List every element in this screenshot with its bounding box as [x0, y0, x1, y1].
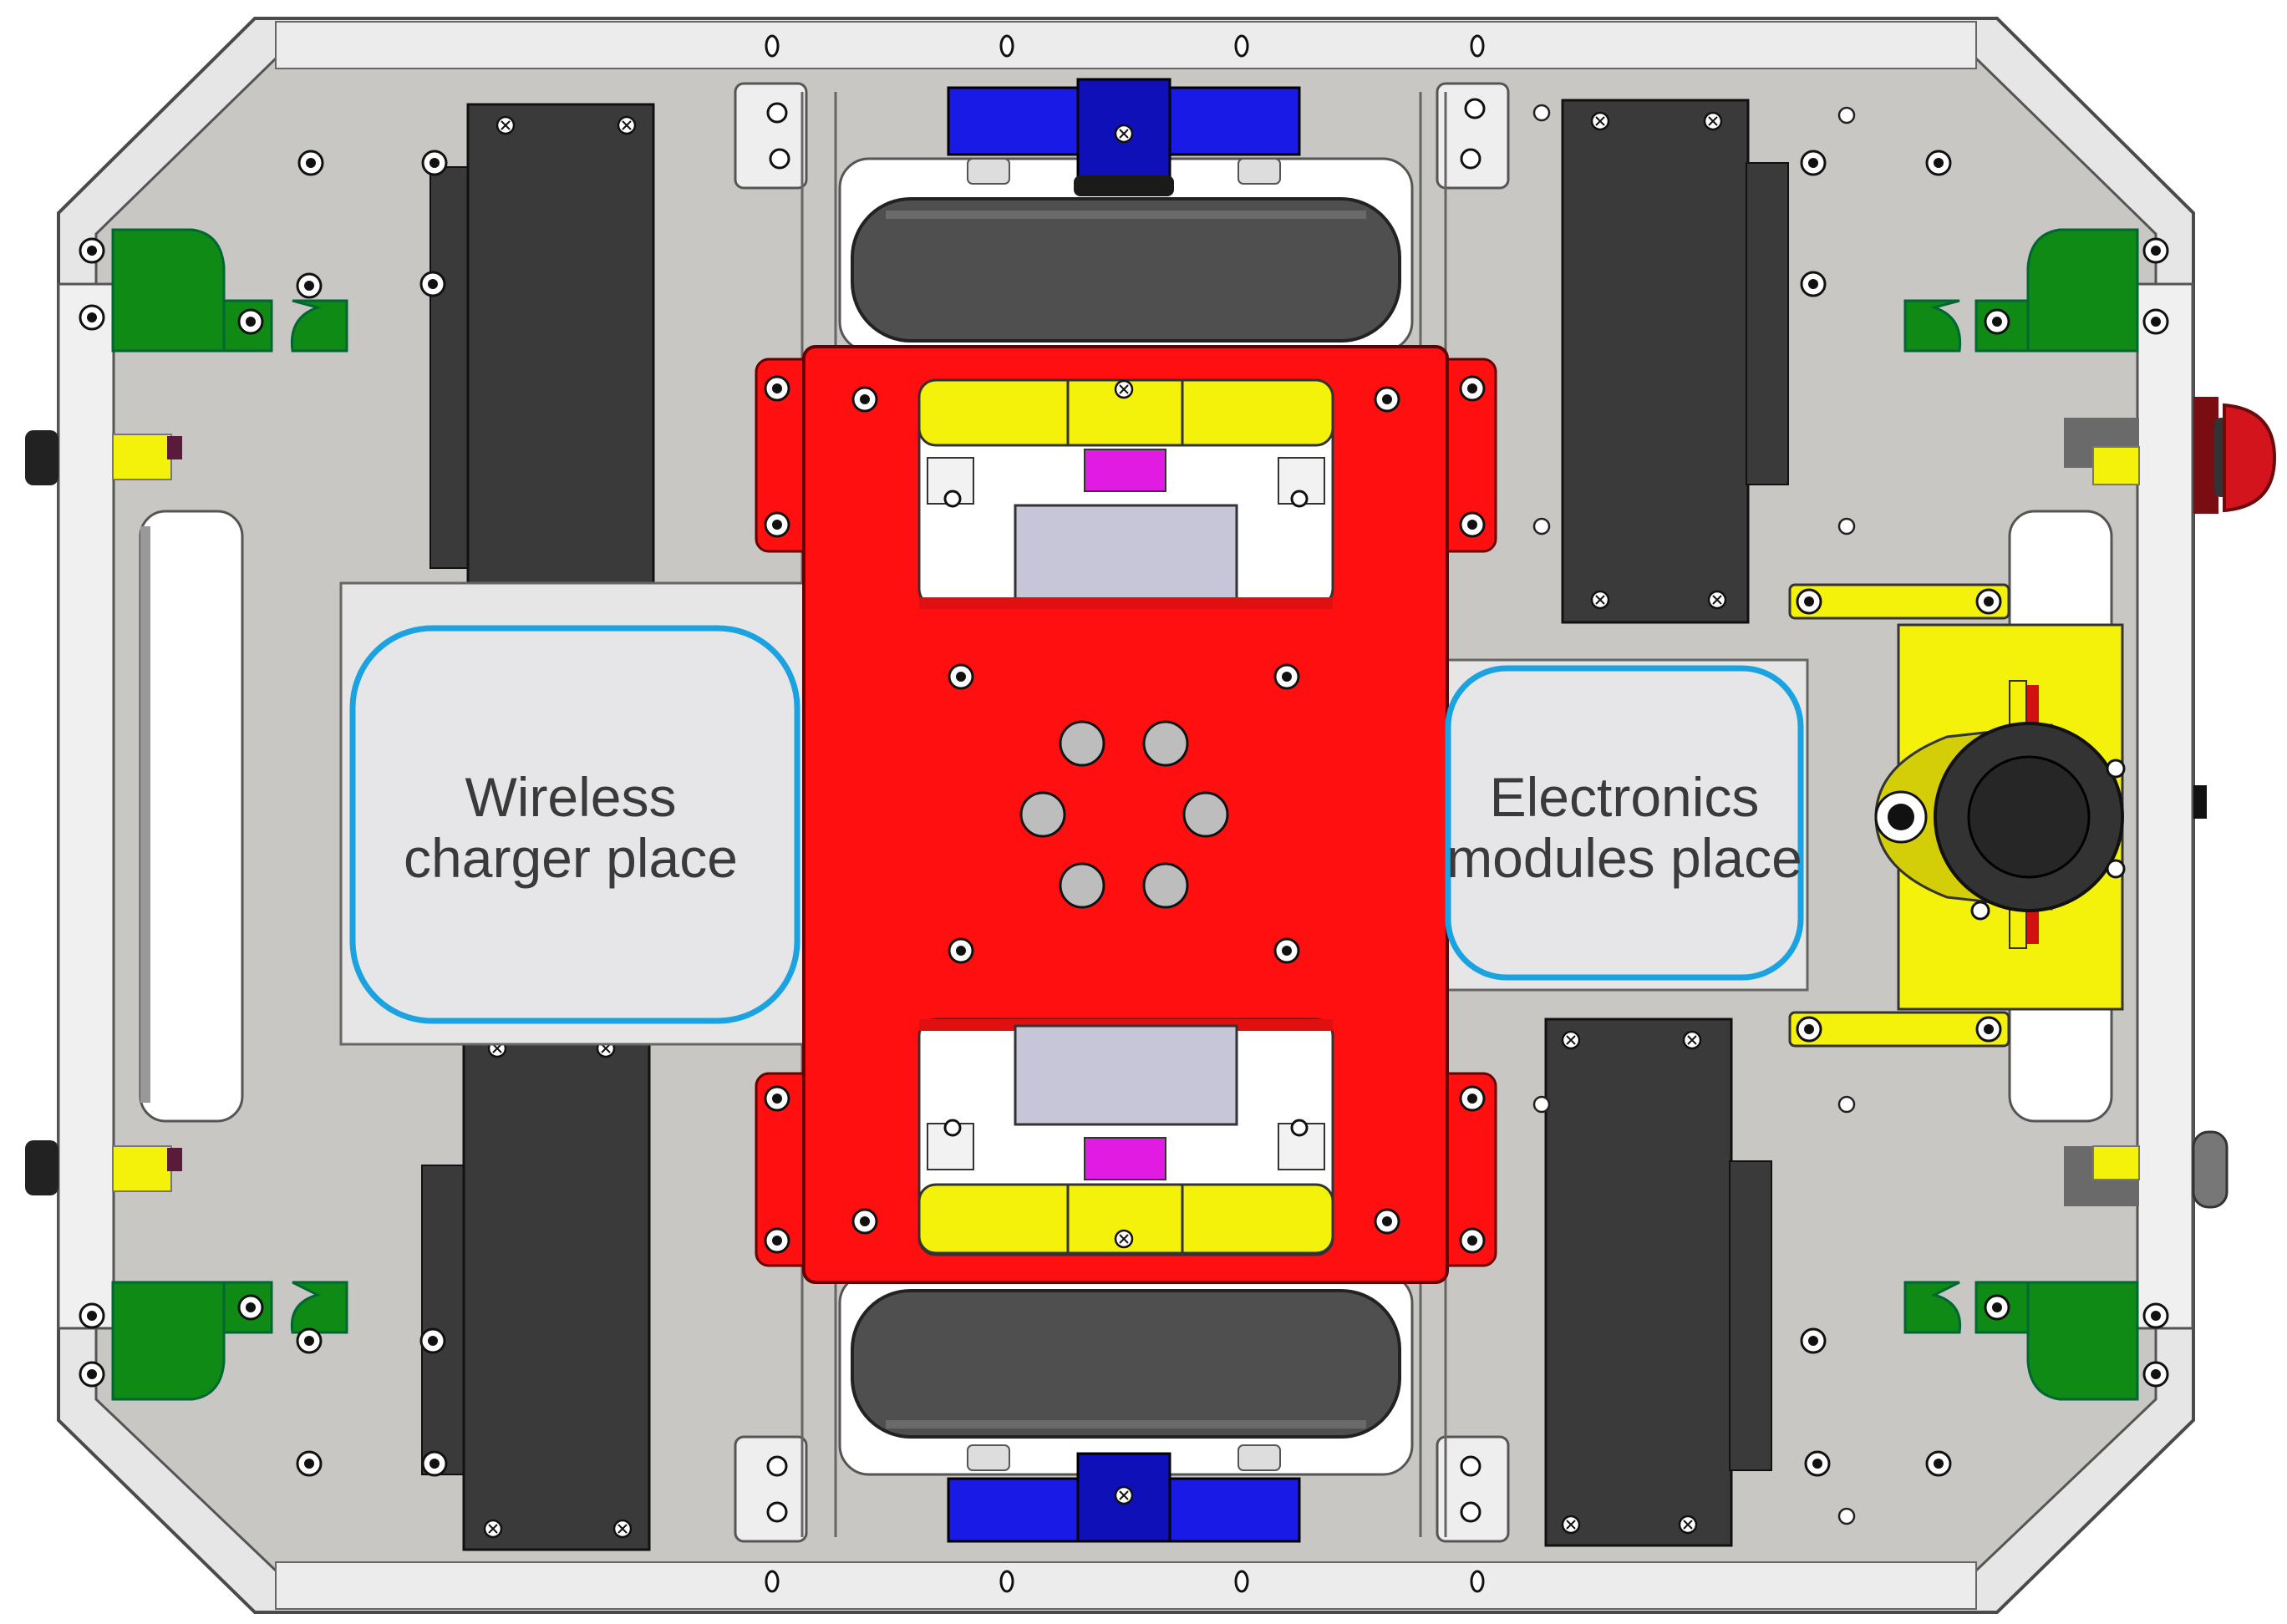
electronics-zone-label-line1: Electronics — [1490, 766, 1760, 828]
wireless-zone-label-line2: charger place — [404, 827, 738, 889]
gearbox-top — [917, 378, 1334, 609]
battery-pack-bottom-right — [1544, 1018, 1772, 1547]
caster-mount-bottom-right — [1903, 1281, 2139, 1401]
gearbox-bottom — [917, 1018, 1334, 1256]
electronics-modules-zone: Electronics modules place — [1445, 665, 1804, 981]
caster-mount-top-right — [1903, 228, 2139, 353]
left-handle-slot — [139, 510, 244, 1123]
battery-pack-bottom-left — [421, 1026, 651, 1551]
caster-mount-bottom-left — [111, 1281, 348, 1401]
left-side-connectors — [25, 430, 182, 1195]
wireless-charger-zone: Wireless charger place — [349, 625, 800, 1024]
motor-brackets — [734, 82, 1510, 1543]
wheel-motor-bottom — [947, 1444, 1301, 1543]
battery-pack-top-left — [429, 103, 655, 624]
lidar-sensor-icon — [1788, 583, 2126, 1048]
caster-mount-top-left — [111, 228, 348, 353]
emergency-stop-button-icon[interactable] — [2193, 397, 2277, 514]
wheel-motor-top — [947, 78, 1301, 196]
wireless-zone-label-line1: Wireless — [465, 766, 676, 828]
electronics-zone-label-line2: modules place — [1446, 827, 1802, 889]
drive-wheel-bottom — [838, 1272, 1414, 1476]
battery-pack-top-right — [1561, 99, 1789, 624]
right-side-connectors — [2064, 418, 2229, 1209]
